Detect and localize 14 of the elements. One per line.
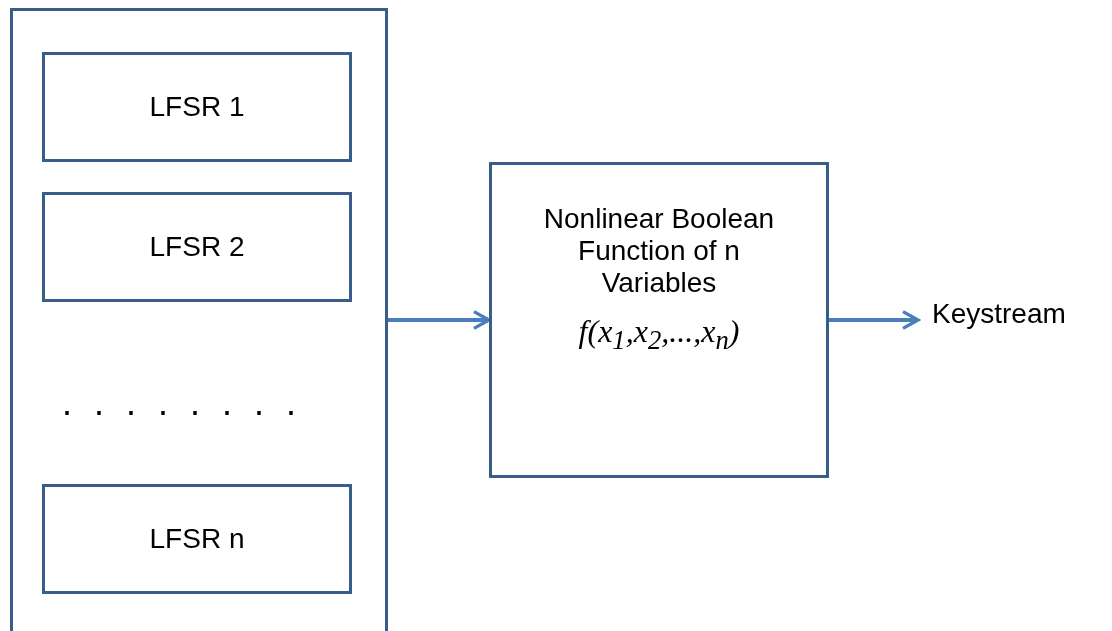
function-title: Nonlinear Boolean Function of n Variables [542, 203, 776, 299]
function-box [489, 162, 829, 478]
register-label: LFSR 2 [149, 231, 245, 263]
register-group-box [10, 8, 388, 631]
register-box [42, 52, 352, 162]
output-label: Keystream [932, 298, 1066, 330]
register-box [42, 192, 352, 302]
register-label: LFSR n [149, 523, 245, 555]
register-label: LFSR 1 [149, 91, 245, 123]
arrow [829, 310, 920, 330]
arrow [388, 310, 491, 330]
formula: f(x$_{1}$,x$_{2}$,...,x$_{n}$) [578, 313, 740, 357]
ellipsis-dots: . . . . . . . . [62, 382, 303, 424]
register-box [42, 484, 352, 594]
